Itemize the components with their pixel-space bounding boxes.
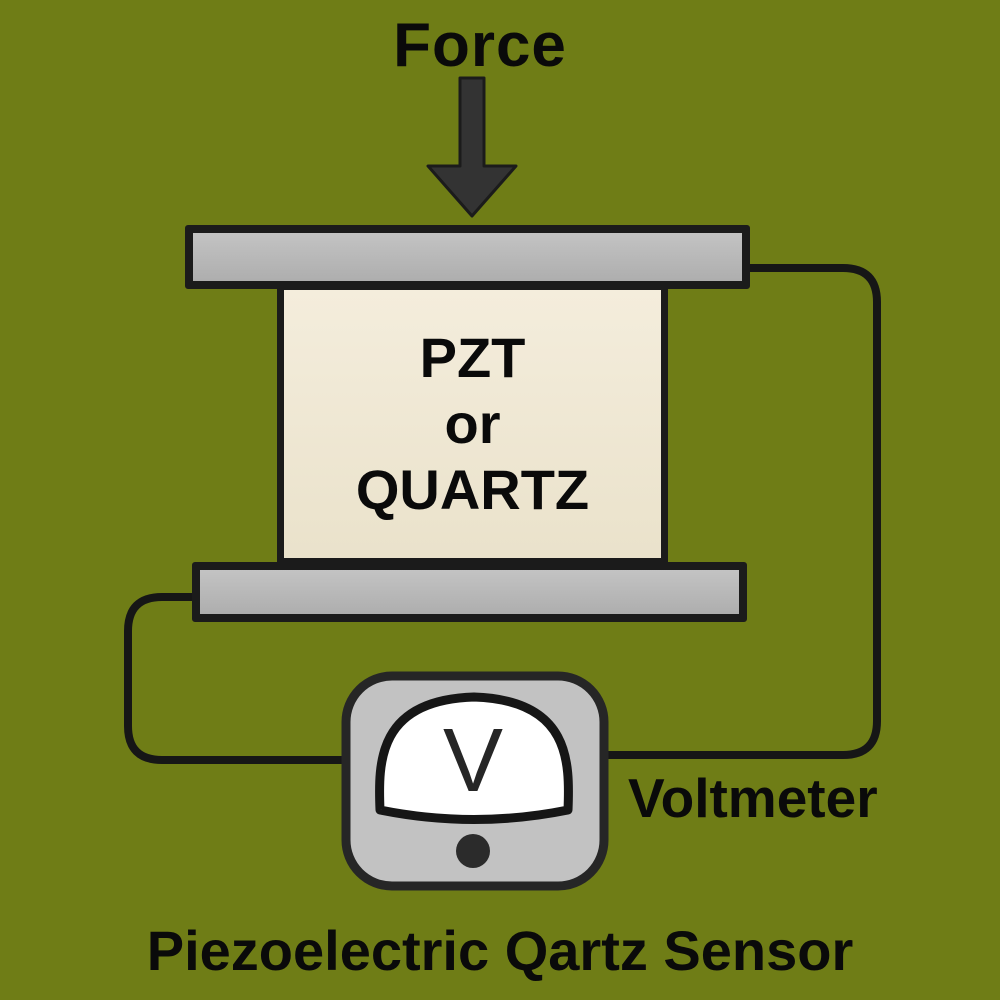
crystal-label-line-3: QUARTZ [355, 458, 590, 522]
voltmeter-symbol: V [442, 711, 504, 811]
force-label: Force [393, 11, 567, 80]
crystal-label-line-2: or [444, 391, 501, 455]
voltmeter-screw-icon [456, 834, 490, 868]
right-wire [590, 264, 881, 759]
caption-title: Piezoelectric Qartz Sensor [146, 919, 854, 982]
crystal-block: PZT or QUARTZ [277, 283, 668, 565]
bottom-electrode-plate [192, 562, 747, 622]
force-arrow-icon [426, 76, 518, 218]
crystal-label-line-1: PZT [419, 325, 526, 389]
left-wire [124, 593, 360, 764]
voltmeter-dial [375, 692, 573, 824]
voltmeter-label: Voltmeter [628, 767, 878, 829]
top-electrode-plate [185, 225, 750, 289]
